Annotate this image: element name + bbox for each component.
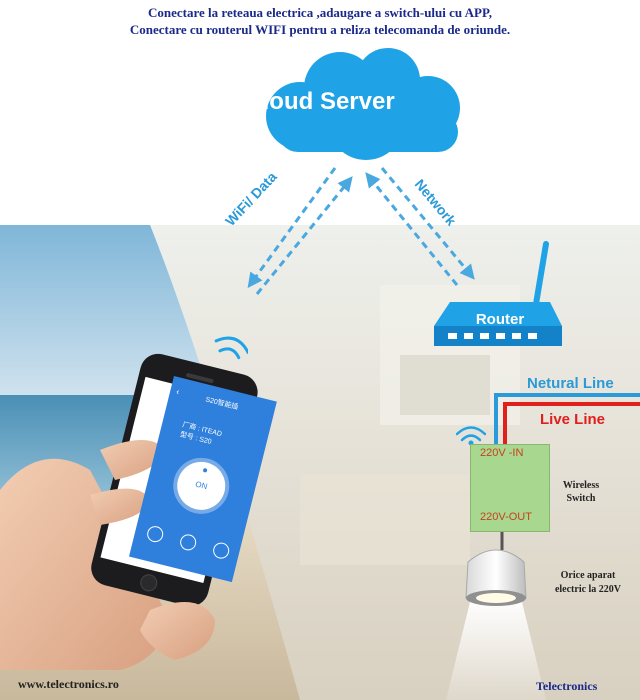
phone-wifi-icon [214,336,248,360]
caption-line-1: Conectare la reteaua electrica ,adaugare… [148,5,492,20]
status-dot-icon [202,467,208,473]
lamp-icon [446,549,546,700]
neutral-line-label: Netural Line [527,375,614,392]
live-line-label: Live Line [540,411,606,428]
switch-wifi-icon [456,426,486,446]
brand-name: Telectronics [536,679,598,693]
router-label: Router [475,311,525,328]
appliance-label: Orice aparat electric la 220V [554,570,622,595]
wireless-switch-label: Wireless Switch [562,480,600,504]
wireless-switch-box [470,444,550,532]
website-link[interactable]: www.telectronics.ro [18,677,119,691]
caption-line-2: Conectare cu routerul WIFI pentru a reli… [129,22,511,37]
cloud-server-label: Cloud Server [245,88,395,115]
switch-output-label: 220V-OUT [480,511,532,523]
diagram-caption: Conectare la reteaua electrica ,adaugare… [0,4,640,38]
cloud-server-icon [266,48,460,160]
router-icon [434,241,562,346]
switch-input-label: 220V -IN [480,447,524,459]
power-toggle-label: ON [194,479,209,492]
